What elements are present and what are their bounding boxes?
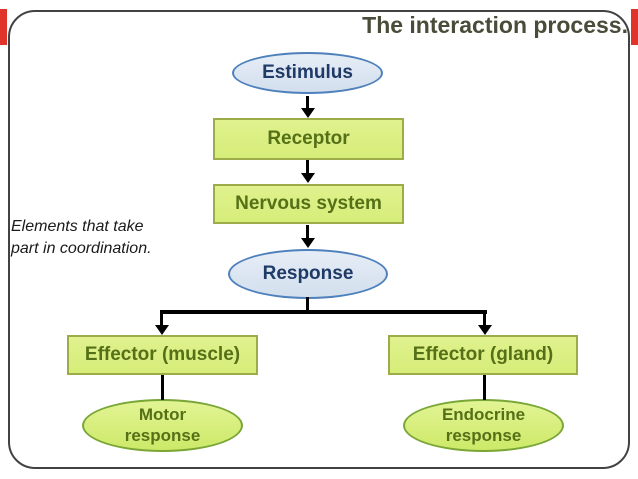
- slide-frame-border: [8, 10, 630, 469]
- left-edge-red-accent: [0, 9, 7, 45]
- arrow-estimulus-receptor-line: [306, 96, 309, 109]
- node-motor-response-label: Motor response: [124, 405, 201, 445]
- node-motor-response: Motor response: [82, 399, 243, 452]
- node-endocrine-response-label: Endocrine response: [441, 405, 526, 445]
- node-response: Response: [228, 249, 388, 299]
- node-estimulus: Estimulus: [232, 52, 383, 94]
- node-nervous-system-label: Nervous system: [235, 193, 382, 214]
- node-estimulus-label: Estimulus: [262, 62, 353, 83]
- arrow-response-muscle-head: [155, 325, 169, 335]
- arrow-response-gland-head: [478, 325, 492, 335]
- arrow-nervous-response-head: [301, 238, 315, 248]
- coordination-caption: Elements that take part in coordination.: [11, 216, 196, 259]
- right-edge-red-accent: [631, 9, 638, 45]
- node-receptor-label: Receptor: [267, 128, 350, 149]
- node-effector-gland: Effector (gland): [388, 335, 578, 375]
- arrow-receptor-nervous-head: [301, 173, 315, 183]
- arrow-estimulus-receptor-head: [301, 108, 315, 118]
- connector-gland-endocrine-line: [483, 375, 486, 400]
- node-receptor: Receptor: [213, 118, 404, 160]
- arrow-response-gland-line: [483, 312, 486, 326]
- node-effector-gland-label: Effector (gland): [412, 344, 554, 365]
- branch-horizontal-line: [160, 310, 487, 314]
- node-effector-muscle: Effector (muscle): [67, 335, 258, 375]
- arrow-response-muscle-line: [160, 312, 163, 326]
- caption-line-2: part in coordination.: [11, 239, 152, 257]
- node-nervous-system: Nervous system: [213, 184, 404, 224]
- arrow-receptor-nervous-line: [306, 160, 309, 174]
- caption-line-1: Elements that take: [11, 218, 144, 235]
- node-endocrine-response: Endocrine response: [403, 399, 564, 452]
- branch-stem-line: [306, 297, 309, 312]
- node-effector-muscle-label: Effector (muscle): [84, 344, 241, 365]
- arrow-nervous-response-line: [306, 225, 309, 239]
- slide-title: The interaction process.: [362, 12, 628, 38]
- connector-muscle-motor-line: [161, 375, 164, 400]
- node-response-label: Response: [262, 263, 354, 284]
